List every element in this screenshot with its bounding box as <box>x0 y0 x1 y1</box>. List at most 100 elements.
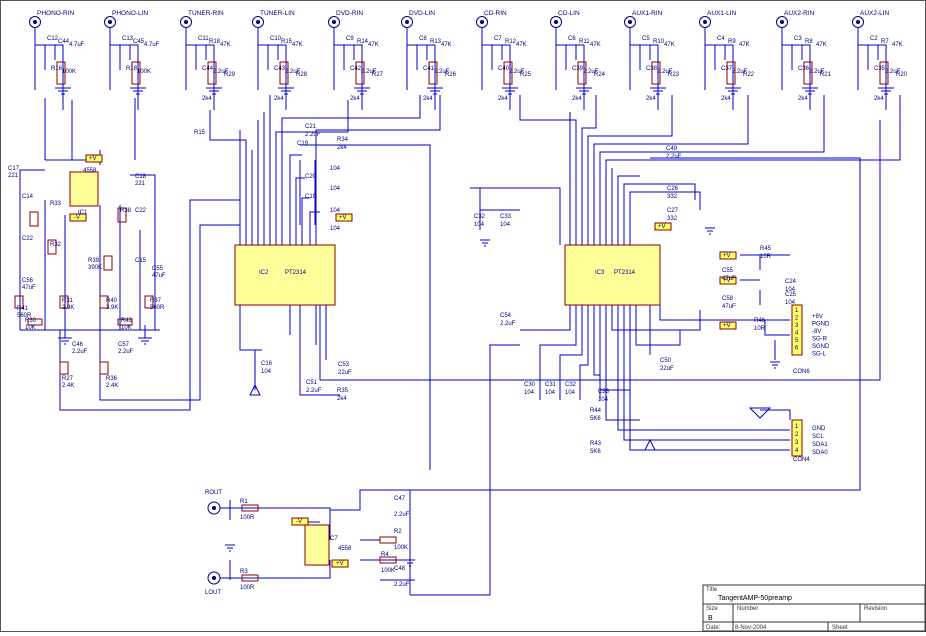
input-part-label: C41 <box>423 66 435 72</box>
r3-body <box>241 574 259 582</box>
input-part-label: 2k4 <box>498 96 508 102</box>
phono-part-ref: C17 <box>8 166 20 172</box>
phono-part-value: 10K <box>121 325 132 331</box>
input-resistor-body <box>651 61 661 85</box>
input-part-label: 2.2uF <box>583 69 599 75</box>
input-jack-center-icon <box>554 20 558 24</box>
phono-part-value: 221 <box>8 173 19 179</box>
component-value: 104 <box>785 300 796 306</box>
con4-ref-label: CON4 <box>793 457 810 463</box>
component-value: 104 <box>524 390 535 396</box>
input-part-label: 2.2uF <box>657 69 673 75</box>
input-part-label: 47K <box>590 42 601 48</box>
input-label: TUNER-LIN <box>260 10 295 17</box>
input-part-label: 47K <box>441 42 452 48</box>
con6-pin-label: SG-R <box>812 337 828 343</box>
input-part-label: C8 <box>419 36 427 42</box>
component-ref: 104 <box>330 208 341 214</box>
phono-part-ref: R37 <box>150 298 162 304</box>
input-part-label: 2k4 <box>572 96 582 102</box>
input-label: AUX2-LIN <box>860 10 890 17</box>
rout-label: ROUT <box>205 490 222 496</box>
con6-block <box>719 251 803 360</box>
con6-vplus2-flag <box>719 276 737 285</box>
input-jack-center-icon <box>184 20 188 24</box>
con4-pin-label: SDA0 <box>812 450 828 456</box>
r31-body <box>59 295 69 309</box>
con6-pin-number: 1 <box>795 308 799 314</box>
input-jack-center-icon <box>856 20 860 24</box>
output-part-ref: R1 <box>240 499 248 505</box>
r32-body <box>47 239 57 255</box>
input-part-label: R27 <box>372 72 384 78</box>
input-part-label: 100K <box>62 69 76 75</box>
input-resistor-body <box>355 61 365 85</box>
input-part-label: 2k4 <box>721 96 731 102</box>
output-part-ref: R4 <box>381 552 389 558</box>
con4-block <box>680 409 803 457</box>
input-part-label: 2.2uF <box>809 69 825 75</box>
phono-vminus-flag <box>69 213 87 222</box>
phono-part-value: 2.4K <box>62 383 74 389</box>
input-jack-center-icon <box>108 20 112 24</box>
input-part-label: R9 <box>728 39 736 45</box>
phono-part-ref: R42 <box>121 318 133 324</box>
title-block: Title TangentAMP-50preamp Size B Number … <box>702 584 926 632</box>
ic1-ref-label: IC1 <box>78 210 88 216</box>
power-flag-label: +V <box>339 215 347 221</box>
component-value: 104 <box>785 287 796 293</box>
input-part-label: C9 <box>346 36 354 42</box>
input-resistor-body <box>577 61 587 85</box>
ic7-ref-label: C7 <box>330 536 338 542</box>
input-part-label: C38 <box>646 66 658 72</box>
component-ref: R15 <box>194 130 206 136</box>
input-part-label: R8 <box>805 39 813 45</box>
ic1-part-label: 4558 <box>83 168 97 174</box>
con6-pin-number: 6 <box>795 346 799 352</box>
power-flag-label: -V <box>74 215 80 221</box>
phono-part-ref: C56 <box>22 278 34 284</box>
output-part-ref: C48 <box>394 566 406 572</box>
input-part-label: C6 <box>568 36 576 42</box>
phono-part-value: 2.2uF <box>118 349 134 355</box>
input-resistor-body <box>279 61 289 85</box>
component-value: 2k4 <box>337 145 347 151</box>
output-part-value: 100R <box>240 585 255 591</box>
component-ref: C30 <box>524 382 536 388</box>
input-part-label: C44 <box>202 66 214 72</box>
output-part-value: 100R <box>240 515 255 521</box>
out-vminus-flag <box>331 559 349 568</box>
input-resistor-body <box>503 61 513 85</box>
output-part-value: 2.2uF <box>394 512 410 518</box>
component-ref: C55 <box>722 268 734 274</box>
input-part-label: R29 <box>224 72 236 78</box>
r41-body <box>14 295 24 309</box>
component-ref: C27 <box>667 208 679 214</box>
phono-part-value: 3.9K <box>106 305 118 311</box>
input-part-label: 2.2uF <box>509 69 525 75</box>
phono-part-value: 47uF <box>152 273 166 279</box>
ic3-vplus-flag <box>654 222 672 231</box>
component-value: 5K6 <box>590 416 601 422</box>
component-value: 22uF <box>660 366 674 372</box>
component-ref: C20 <box>305 174 317 180</box>
phono-part-ref: R36 <box>106 376 118 382</box>
input-part-label: C2 <box>870 36 878 42</box>
ic2-vplus-flag <box>335 213 353 222</box>
input-part-label: C45 <box>133 39 145 45</box>
number-heading: Number <box>737 606 758 612</box>
input-jack-center-icon <box>703 20 707 24</box>
component-ref: C32 <box>474 214 486 220</box>
input-part-label: C39 <box>572 66 584 72</box>
component-value: 47uF <box>722 304 736 310</box>
component-ref: R43 <box>590 441 602 447</box>
input-part-label: 2k4 <box>646 96 656 102</box>
input-part-label: R28 <box>296 72 308 78</box>
output-part-value: 100K <box>394 545 408 551</box>
